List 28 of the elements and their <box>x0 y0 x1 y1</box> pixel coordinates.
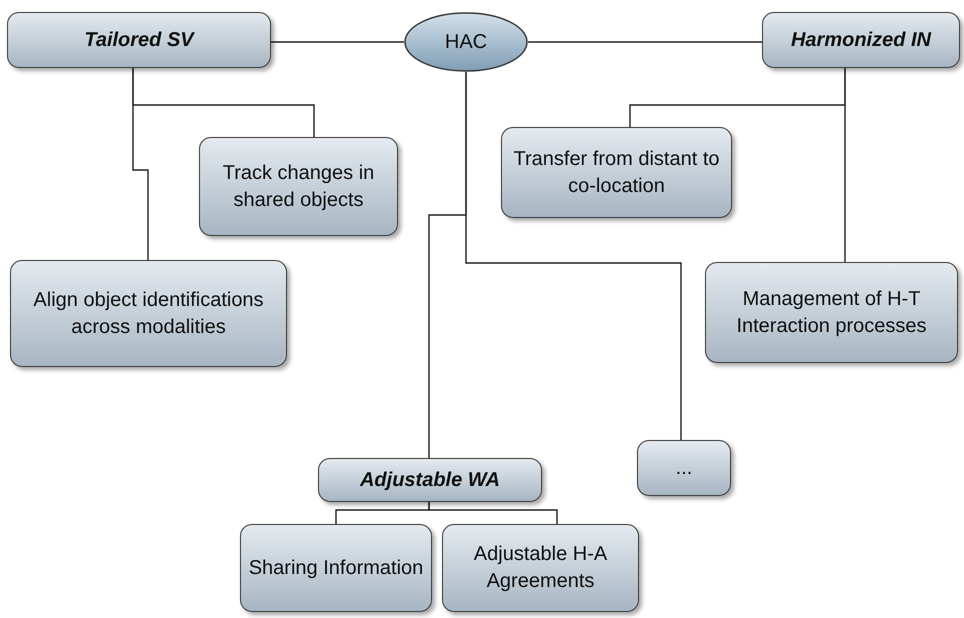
node-label: ... <box>674 456 694 480</box>
connector-line <box>271 41 404 43</box>
node-label: HAC <box>444 30 488 54</box>
category-label: Adjustable WA <box>358 468 501 492</box>
connector-line <box>528 41 762 43</box>
process-box <box>501 127 732 218</box>
process-box <box>637 440 731 496</box>
process-box <box>240 524 432 612</box>
node-label: Management of H-T Interaction processes <box>735 286 928 338</box>
node-label: Align object identifications across modalities <box>32 288 265 340</box>
node-label: Sharing Information <box>248 556 424 580</box>
process-box <box>705 262 958 363</box>
category-box <box>7 12 271 68</box>
process-box <box>199 137 398 236</box>
category-label: Tailored SV <box>83 28 196 52</box>
node-label: Adjustable H-A Agreements <box>472 542 608 594</box>
connector-line <box>132 68 149 260</box>
hub-ellipse <box>404 12 528 72</box>
process-box <box>10 260 287 367</box>
category-box <box>762 12 960 68</box>
process-box <box>442 524 639 612</box>
node-label: Transfer from distant to co-location <box>512 146 720 198</box>
category-label: Harmonized IN <box>790 28 932 52</box>
connector-line <box>465 72 682 440</box>
node-label: Track changes in shared objects <box>222 160 376 212</box>
category-box <box>318 458 542 502</box>
connector-line <box>844 68 846 262</box>
connector-line <box>428 502 558 524</box>
